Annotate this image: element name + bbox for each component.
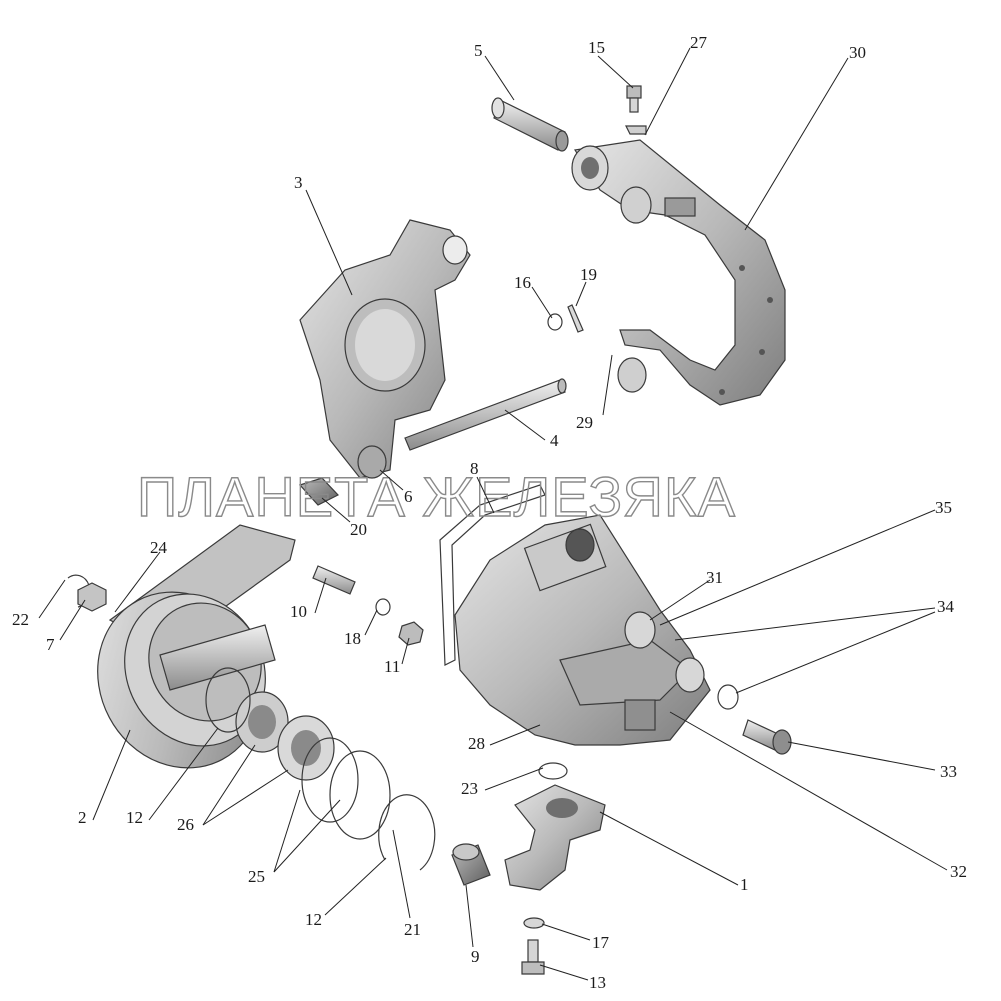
callout-30: 30 — [849, 43, 866, 62]
callout-32: 32 — [950, 862, 967, 881]
callout-27: 27 — [690, 33, 708, 52]
callout-8: 8 — [470, 459, 479, 478]
callout-20: 20 — [350, 520, 367, 539]
callout-21: 21 — [404, 920, 421, 939]
callout-33: 33 — [940, 762, 957, 781]
callout-4: 4 — [550, 431, 559, 450]
retaining-ring-part-12 — [205, 667, 251, 733]
shaft-part-4 — [404, 378, 567, 451]
bearing-part-26 — [235, 691, 335, 781]
bolt-part-15 — [626, 85, 642, 113]
o-ring-part-34 — [717, 684, 739, 710]
callout-34: 34 — [937, 597, 955, 616]
seal-rings-part-25 — [301, 737, 391, 840]
washer-part-18 — [375, 598, 391, 616]
pin-part-10 — [312, 565, 356, 595]
pin-part-5 — [491, 97, 569, 152]
cotter-pin-part-19 — [567, 304, 584, 333]
callout-23: 23 — [461, 779, 478, 798]
callout-11: 11 — [384, 657, 400, 676]
callout-16: 16 — [514, 273, 531, 292]
banjo-bolt-part-33 — [742, 719, 792, 755]
pulley-part-2 — [97, 524, 296, 769]
callout-2: 2 — [78, 808, 87, 827]
callout-12-lower: 12 — [305, 910, 322, 929]
callout-5: 5 — [474, 41, 483, 60]
circlip-part-21 — [378, 794, 436, 871]
pump-body-part-28 — [454, 514, 711, 746]
elbow-pipe-part-1 — [504, 784, 606, 891]
callout-1: 1 — [740, 875, 749, 894]
callout-13: 13 — [589, 973, 606, 992]
bolt-part-13 — [521, 939, 545, 975]
watermark-text: ПЛАНЕТА ЖЕЛЕЗЯКА — [137, 465, 736, 528]
gasket-part-8 — [439, 484, 546, 666]
nut-part-7 — [77, 582, 107, 612]
seal-ring-part-23 — [538, 762, 568, 780]
callout-15: 15 — [588, 38, 605, 57]
callout-28: 28 — [468, 734, 485, 753]
leader-lines — [38, 47, 948, 981]
bushing-part-20 — [298, 477, 339, 506]
callout-19: 19 — [580, 265, 597, 284]
callout-6: 6 — [404, 487, 413, 506]
callout-9: 9 — [471, 947, 480, 966]
lock-washer-part-27 — [625, 125, 647, 135]
callout-25: 25 — [248, 867, 265, 886]
callout-31: 31 — [706, 568, 723, 587]
housing-part-3 — [299, 219, 471, 479]
callout-labels: 5 15 27 30 3 16 19 29 4 6 8 20 24 22 7 1… — [12, 33, 967, 992]
bushing-part-9 — [451, 843, 491, 886]
washer-part-16 — [547, 313, 563, 331]
nut-part-11 — [398, 621, 424, 646]
callout-3: 3 — [294, 173, 303, 192]
callout-22: 22 — [12, 610, 29, 629]
callout-29: 29 — [576, 413, 593, 432]
callout-17: 17 — [592, 933, 610, 952]
callout-24: 24 — [150, 538, 168, 557]
callout-26: 26 — [177, 815, 194, 834]
callout-35: 35 — [935, 498, 952, 517]
callout-10: 10 — [290, 602, 307, 621]
callout-12-upper: 12 — [126, 808, 143, 827]
washer-part-17 — [523, 917, 545, 929]
callout-18: 18 — [344, 629, 361, 648]
bracket-part-30 — [571, 139, 786, 406]
callout-7: 7 — [46, 635, 55, 654]
